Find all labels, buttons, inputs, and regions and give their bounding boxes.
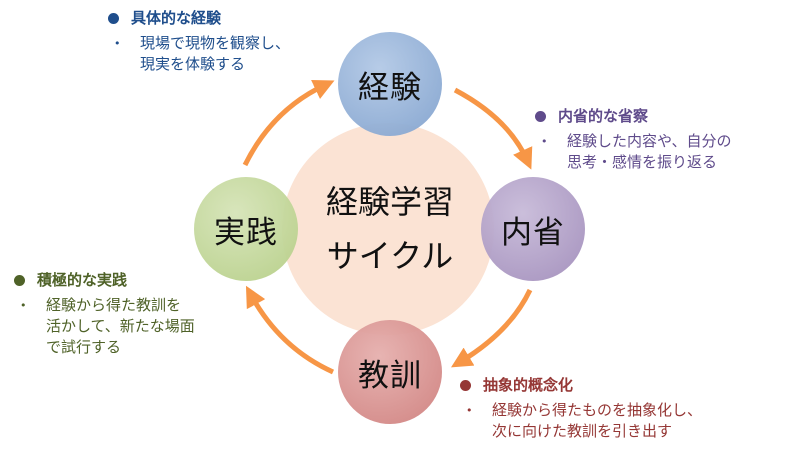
note-lesson: 抽象的概念化 • 経験から得たものを抽象化し、 次に向けた教訓を引き出す (460, 375, 702, 442)
note-experience-line1: 現場で現物を観察し、 (140, 34, 291, 52)
bullet-dot-icon (460, 379, 471, 391)
bullet-dot-icon (14, 274, 25, 286)
center-label: 経験学習 サイクル (290, 175, 490, 283)
bullet-icon: • (114, 37, 121, 50)
node-experience-circle (338, 32, 442, 136)
note-experience-title: 具体的な経験 (131, 9, 222, 27)
note-reflection-line2: 思考・感情を振り返る (567, 153, 718, 171)
center-circle (282, 123, 494, 335)
node-reflection-circle (481, 177, 585, 281)
note-practice-line2: 活かして、新たな場面 (46, 317, 195, 335)
center-label-line2: サイクル (326, 237, 454, 275)
note-lesson-line1: 経験から得たものを抽象化し、 (492, 401, 703, 419)
note-reflection-line1: 経験した内容や、自分の (567, 132, 732, 150)
note-practice-line1: 経験から得た教訓を (46, 296, 182, 314)
arrow-reflection-to-lesson (450, 288, 533, 368)
note-experience-line2: 現実を体験する (140, 55, 246, 73)
note-lesson-line2: 次に向けた教訓を引き出す (492, 422, 673, 440)
node-experience-label: 経験 (358, 69, 422, 106)
node-practice-circle (194, 177, 298, 281)
arrow-experience-to-reflection (453, 87, 533, 170)
bullet-dot-icon (108, 12, 119, 24)
bullet-icon: • (541, 135, 548, 148)
note-experience: 具体的な経験 • 現場で現物を観察し、 現実を体験する (108, 8, 290, 75)
center-label-line1: 経験学習 (325, 183, 454, 221)
node-reflection-label: 内省 (501, 214, 565, 251)
arrow-practice-to-experience (242, 79, 335, 167)
note-lesson-title: 抽象的概念化 (483, 376, 574, 394)
note-practice: 積極的な実践 • 経験から得た教訓を 活かして、新たな場面 で試行する (14, 270, 195, 358)
bullet-dot-icon (535, 110, 546, 122)
arrow-lesson-to-practice (245, 285, 335, 375)
node-practice-label: 実践 (214, 214, 278, 251)
bullet-icon: • (466, 404, 473, 417)
note-practice-line3: で試行する (46, 338, 122, 356)
note-reflection-title: 内省的な省察 (558, 107, 649, 125)
note-reflection: 内省的な省察 • 経験した内容や、自分の 思考・感情を振り返る (535, 106, 732, 173)
note-practice-title: 積極的な実践 (37, 271, 128, 289)
bullet-icon: • (20, 299, 27, 312)
node-lesson-label: 教訓 (358, 357, 422, 394)
node-lesson-circle (338, 320, 442, 424)
